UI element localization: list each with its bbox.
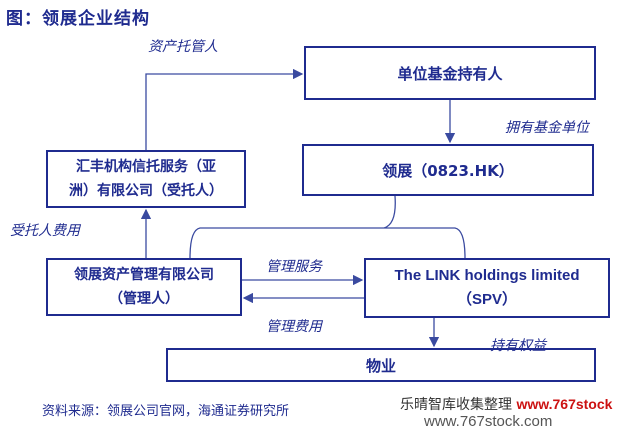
spv-label-line2: （SPV）	[456, 291, 517, 308]
page-title: 图：领展企业结构	[6, 9, 150, 29]
watermark-url-red: www.767stock	[516, 396, 613, 412]
management-fee-label: 管理费用	[266, 319, 322, 335]
watermark-brand-text: 乐晴智库收集整理	[400, 397, 512, 413]
asset-custody-arrow	[145, 68, 304, 150]
management-services-label: 管理服务	[266, 259, 322, 275]
fund-holders-box: 单位基金持有人	[304, 46, 596, 100]
trustee-fee-label: 受托人费用	[10, 223, 80, 239]
link-reit-box: 领展（0823.HK）	[302, 144, 594, 196]
watermark-url: www.767stock.com	[424, 413, 553, 430]
trustee-label-line2: 洲）有限公司（受托人）	[69, 183, 223, 199]
trustee-label-line1: 汇丰机构信托服务（亚	[76, 159, 216, 175]
link-reit-label: 领展（0823.HK）	[382, 161, 514, 180]
trustee-box: 汇丰机构信托服务（亚 洲）有限公司（受托人）	[46, 150, 246, 208]
watermark-brand: 乐晴智库收集整理 www.767stock	[400, 394, 612, 414]
manager-label-line1: 领展资产管理有限公司	[74, 267, 214, 283]
property-label: 物业	[365, 356, 396, 375]
ownership-brace	[189, 195, 466, 259]
spv-label-line1: The LINK holdings limited	[394, 267, 580, 284]
hold-interest-label: 持有权益	[490, 338, 546, 354]
spv-box: The LINK holdings limited （SPV）	[364, 258, 610, 318]
asset-custody-label: 资产托管人	[148, 39, 218, 55]
own-units-label: 拥有基金单位	[505, 120, 589, 136]
manager-box: 领展资产管理有限公司 （管理人）	[46, 258, 242, 316]
property-box: 物业	[166, 348, 596, 382]
fund-holders-label: 单位基金持有人	[397, 64, 503, 83]
manager-label-line2: （管理人）	[109, 291, 179, 307]
source-note: 资料来源：领展公司官网，海通证券研究所	[42, 404, 290, 419]
